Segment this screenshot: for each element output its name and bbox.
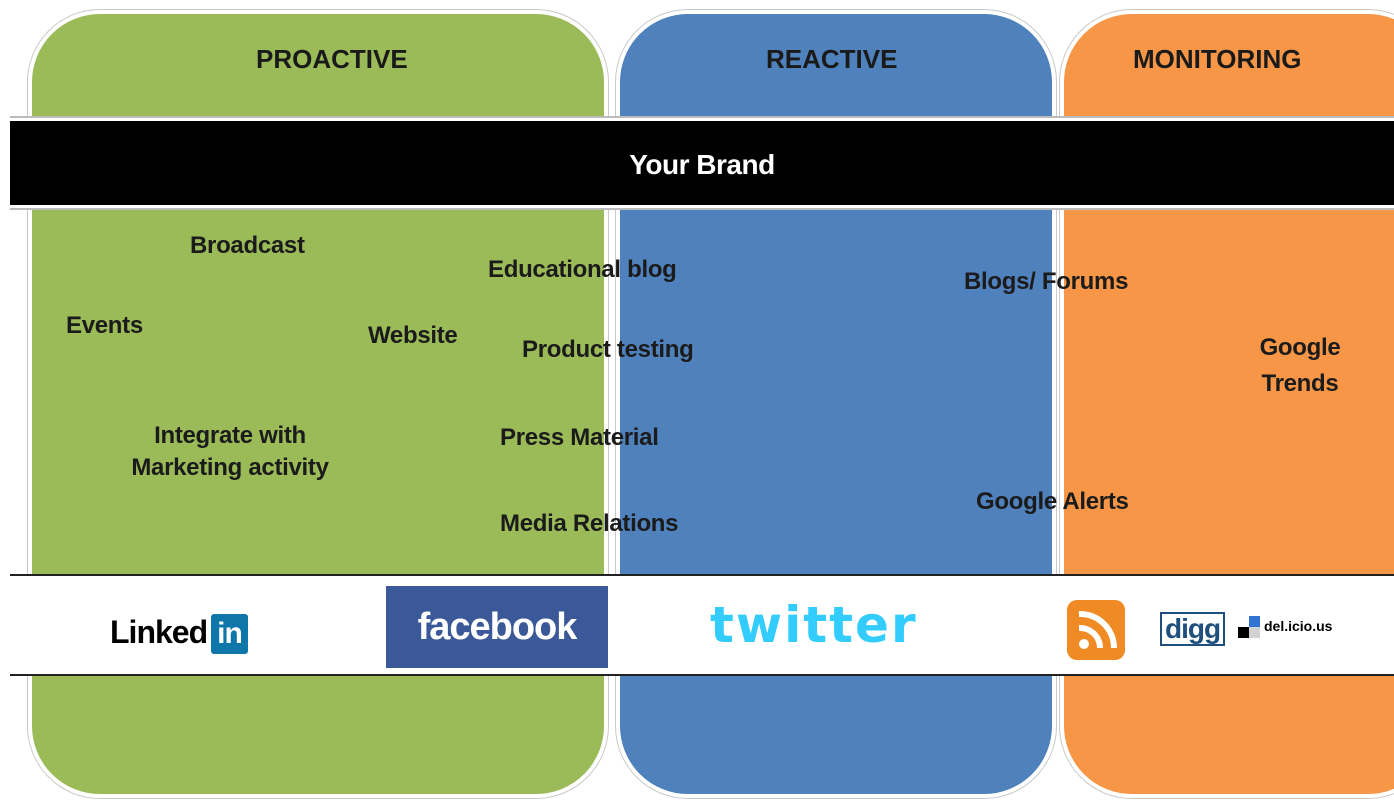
label-google-alerts: Google Alerts xyxy=(976,488,1129,515)
label-google-trends-line1: Google xyxy=(1259,334,1341,361)
label-google-trends: Google Trends xyxy=(1240,334,1360,398)
monitoring-title: MONITORING xyxy=(1133,44,1302,74)
label-integrate: Integrate with Marketing activity xyxy=(106,422,354,482)
label-blogs-forums: Blogs/ Forums xyxy=(964,268,1129,295)
delicious-icon xyxy=(1238,616,1260,638)
delicious-logo-text: del.icio.us xyxy=(1264,618,1333,634)
label-press-material: Press Material xyxy=(500,424,659,451)
linkedin-logo-word: Linked xyxy=(110,614,208,650)
label-media-relations: Media Relations xyxy=(500,510,679,537)
twitter-logo: twitter xyxy=(710,596,918,654)
label-product-testing: Product testing xyxy=(522,336,694,363)
facebook-logo: facebook xyxy=(386,586,608,668)
linkedin-logo-in: in xyxy=(211,614,248,654)
rss-icon xyxy=(1067,600,1125,660)
digg-logo: digg xyxy=(1160,612,1226,646)
label-google-trends-line2: Trends xyxy=(1261,370,1339,397)
label-integrate-line1: Integrate with xyxy=(154,422,306,449)
label-broadcast: Broadcast xyxy=(190,232,305,259)
brand-bar: Your Brand xyxy=(10,118,1394,208)
proactive-title: PROACTIVE xyxy=(256,44,408,74)
brand-label: Your Brand xyxy=(629,149,775,180)
label-events: Events xyxy=(66,312,143,339)
label-integrate-line2: Marketing activity xyxy=(131,454,329,481)
facebook-logo-text: facebook xyxy=(417,606,578,648)
label-educational-blog: Educational blog xyxy=(488,256,677,283)
reactive-title: REACTIVE xyxy=(766,44,898,74)
label-website: Website xyxy=(368,322,458,349)
